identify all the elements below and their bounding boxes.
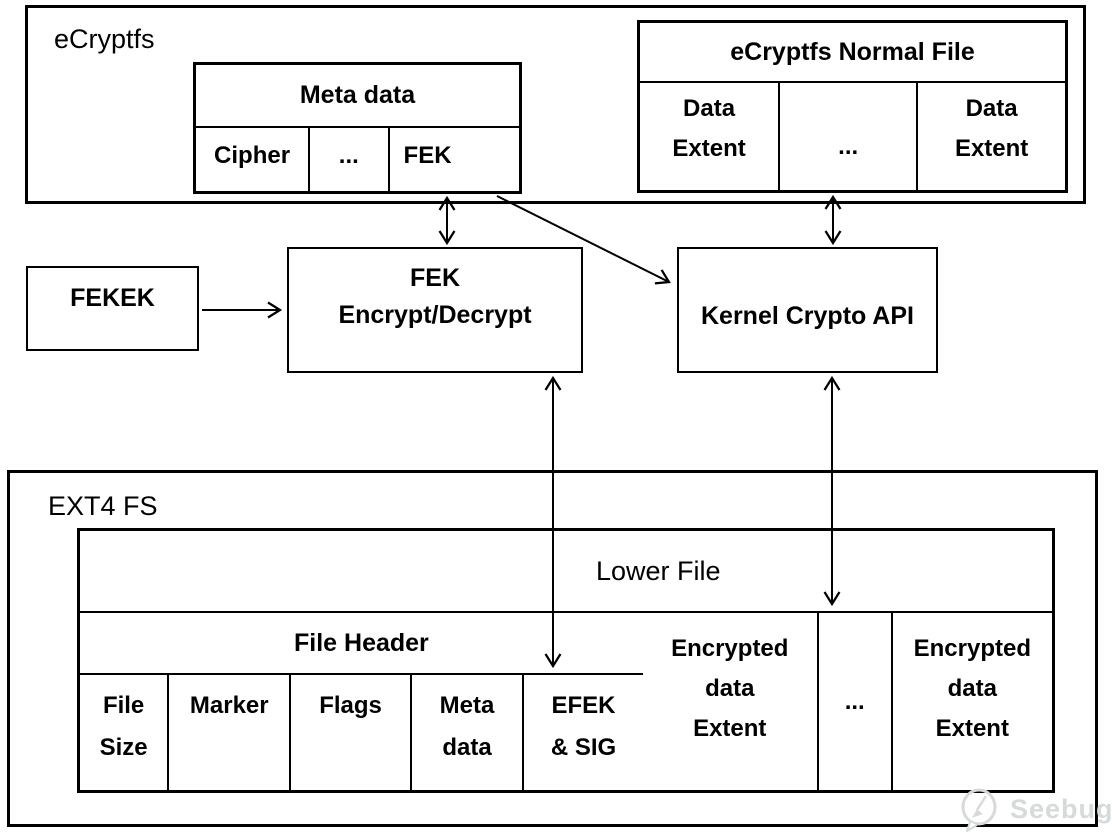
cell-file-size: File Size [99,692,148,761]
cell-marker: Marker [167,675,289,790]
fileheader-title: File Header [80,613,643,675]
metadata-title: Meta data [196,65,519,128]
lowerfile-title: Lower File [80,531,1052,613]
cell-encrypted-extent-2: Encrypted data Extent [890,613,1052,790]
seebug-text: Seebug [1010,793,1112,824]
cell-efek-sig: EFEK & SIG [522,675,642,790]
metadata-cell-dots: ... [308,128,387,191]
normalfile-title: eCryptfs Normal File [640,23,1065,83]
fileheader-group: File Header File Size Marker Flags Meta … [80,613,643,790]
ext4-label: EXT4 FS [48,491,158,521]
seebug-watermark: Seebug [956,786,1112,832]
cell-encrypted-extent-1: Encrypted data Extent [671,635,789,742]
metadata-cell-fek: FEK [387,128,519,191]
normalfile-cell-dots: ... [778,83,916,190]
ecryptfs-label: eCryptfs [54,24,155,54]
cell-dots: ... [816,613,891,790]
fek-encrypt-decrypt-box: FEK Encrypt/Decrypt [287,247,583,373]
normalfile-table: eCryptfs Normal File Data Extent ... Dat… [637,20,1068,193]
seebug-logo-icon [961,788,997,832]
normalfile-cell-data-extent-2: Data Extent [916,83,1065,190]
lowerfile-table: Lower File File Header File Size Marker … [77,528,1055,793]
cell-flags: Flags [289,675,409,790]
cell-meta-data: Meta data [409,675,523,790]
kernel-crypto-api-box: Kernel Crypto API [677,247,938,373]
fek-encrypt-decrypt-label: FEK Encrypt/Decrypt [338,264,532,329]
fekek-box: FEKEK [26,266,199,351]
kernel-crypto-api-label: Kernel Crypto API [700,301,914,330]
fekek-label: FEKEK [70,284,155,312]
normalfile-cell-data-extent-1: Data Extent [672,95,746,162]
metadata-cell-cipher: Cipher [214,141,291,169]
metadata-table: Meta data Cipher ... FEK [193,62,522,194]
